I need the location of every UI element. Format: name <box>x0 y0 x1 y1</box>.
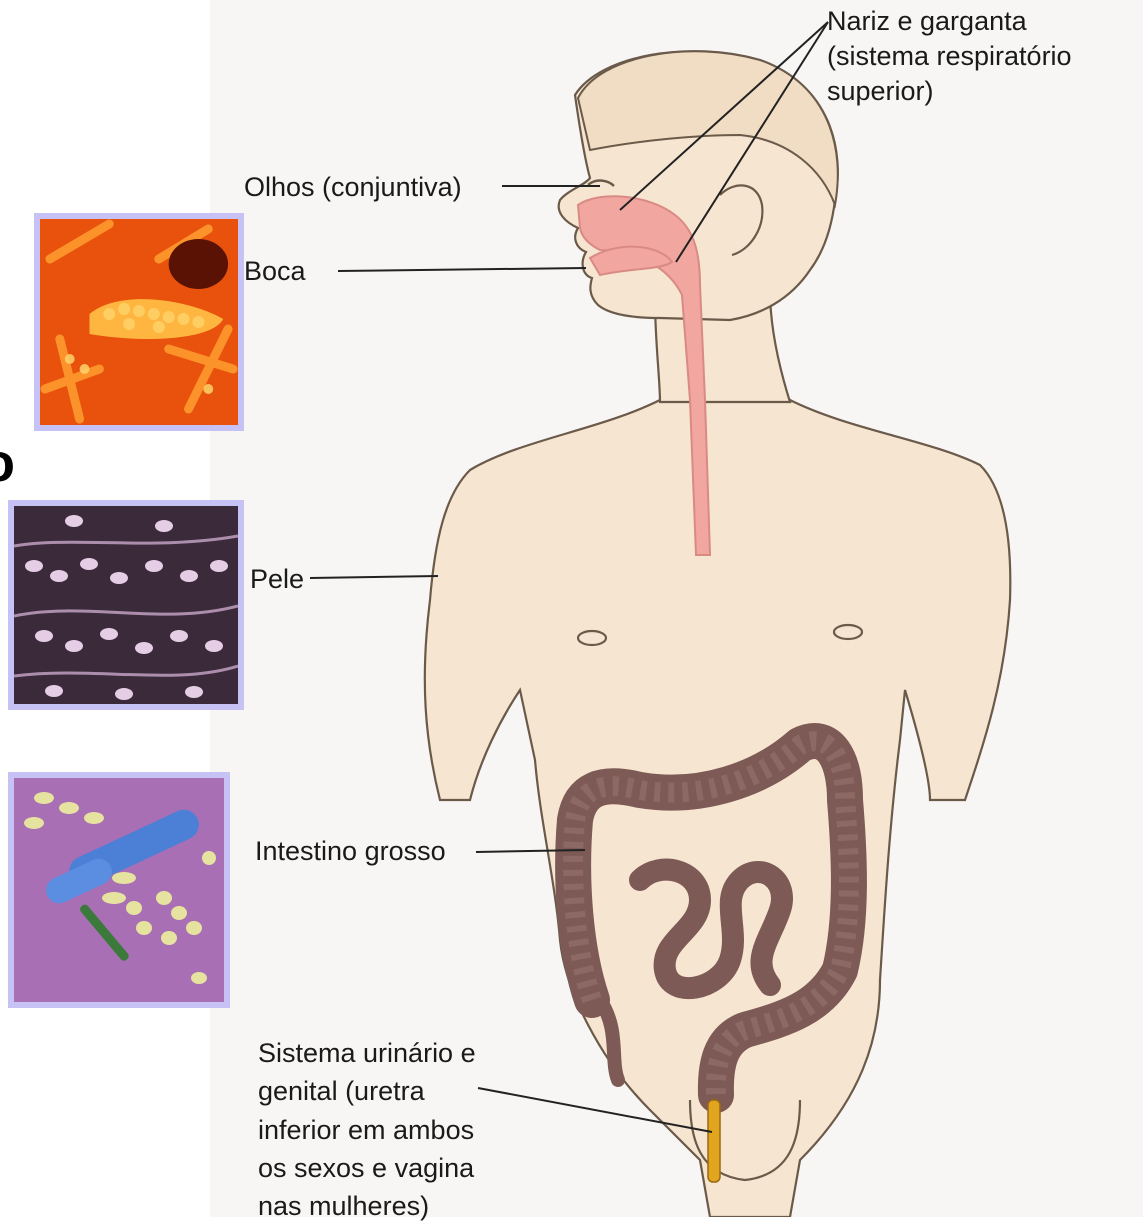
micrograph-skin-bacteria <box>8 500 244 710</box>
micrograph-mouth-bacteria <box>34 213 244 431</box>
cut-off-title-letter: o <box>0 432 15 494</box>
label-mouth: Boca <box>244 254 306 289</box>
label-urogenital: Sistema urinário e genital (uretra infer… <box>258 1034 476 1226</box>
label-eyes: Olhos (conjuntiva) <box>244 170 462 205</box>
label-large-intestine: Intestino grosso <box>255 834 446 869</box>
urethra <box>708 1100 720 1182</box>
label-skin: Pele <box>250 562 304 597</box>
label-nose-throat: Nariz e garganta (sistema respiratório s… <box>827 4 1072 109</box>
micrograph-intestine-bacteria <box>8 772 230 1008</box>
